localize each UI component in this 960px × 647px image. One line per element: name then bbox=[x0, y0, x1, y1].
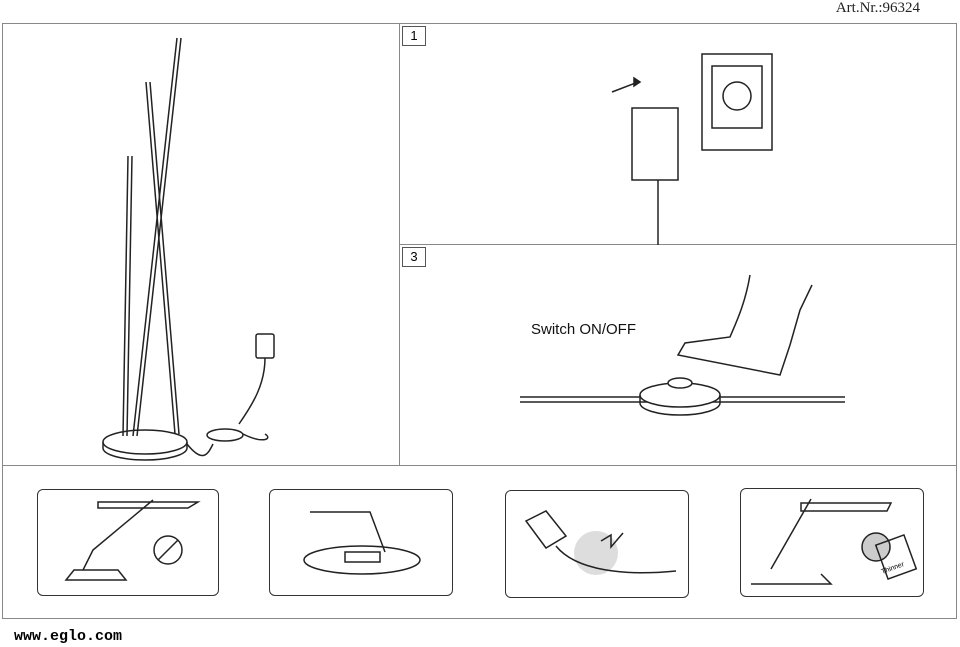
step-number: 3 bbox=[402, 247, 426, 267]
step-number: 1 bbox=[402, 26, 426, 46]
warning-cable-damage bbox=[505, 490, 689, 598]
panel-step-1: 1 bbox=[400, 24, 956, 245]
warning-no-solvents: Thinner bbox=[740, 488, 924, 597]
article-number: Art.Nr.:96324 bbox=[835, 0, 920, 16]
warning-no-disassembly bbox=[37, 489, 219, 596]
switch-label: Switch ON/OFF bbox=[531, 321, 637, 338]
instruction-frame: 1 3 Switch ON/OFF Thinner bbox=[2, 23, 957, 619]
panel-overview bbox=[3, 24, 400, 466]
floor-lamp-illustration bbox=[102, 37, 275, 461]
panel-step-3: 3 bbox=[400, 245, 956, 466]
foot-switch-illustration bbox=[520, 274, 845, 416]
plug-in-adapter-illustration bbox=[611, 53, 773, 245]
website-url[interactable]: www.eglo.com bbox=[14, 628, 123, 645]
warning-no-rotation bbox=[269, 489, 453, 596]
